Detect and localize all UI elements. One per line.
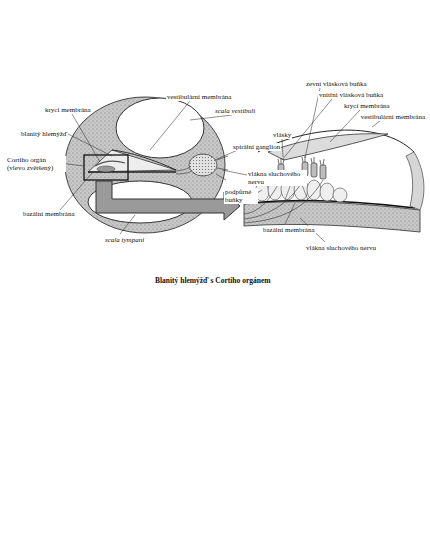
- part-label: vestibulární membrána: [166, 93, 232, 101]
- part-label: vestibulární membrána: [360, 113, 426, 121]
- part-label: scala vestibuli: [214, 107, 256, 115]
- part-label: zevní vlásková buňka: [305, 80, 368, 88]
- part-label: vlákna sluchového nervu: [305, 244, 377, 252]
- organ-of-corti: [97, 166, 115, 172]
- part-label: vlásky: [272, 131, 292, 139]
- zoom-arrow: [96, 181, 240, 220]
- part-label: vnitřní vlásková buňka: [318, 91, 384, 99]
- tectorial-membrane: [95, 161, 125, 166]
- part-label: blanitý hlemýžď: [20, 130, 68, 138]
- part-label: podpůrné buňky: [224, 188, 258, 204]
- nerve-fibers: [216, 156, 228, 180]
- stereocilia: [278, 156, 324, 165]
- part-label: bazální membrána: [262, 226, 316, 234]
- basilar-membrane: [250, 200, 415, 208]
- spiral-ganglion: [189, 154, 217, 176]
- figure-caption: Blanitý hlemýžď s Cortiho orgánem: [155, 276, 271, 285]
- leader-lines: [60, 88, 380, 242]
- nerve-fibers: [176, 166, 192, 174]
- scala-vestibuli-space: [116, 98, 204, 158]
- zoom-box: [84, 155, 128, 180]
- cochlear-duct: [88, 150, 176, 172]
- part-label: krycí membrána: [44, 106, 92, 114]
- lateral-wall: [406, 152, 424, 210]
- part-label: krycí membrána: [343, 102, 391, 110]
- part-label: vlákna sluchového nervu: [247, 170, 307, 186]
- part-label: bazální membrána: [22, 210, 76, 218]
- part-label: spirální ganglion: [232, 143, 281, 151]
- part-label: Cortiho orgán (vlevo zvětšený): [6, 156, 66, 172]
- vestibular-membrane: [112, 150, 176, 170]
- part-label: scala tympani: [104, 236, 145, 244]
